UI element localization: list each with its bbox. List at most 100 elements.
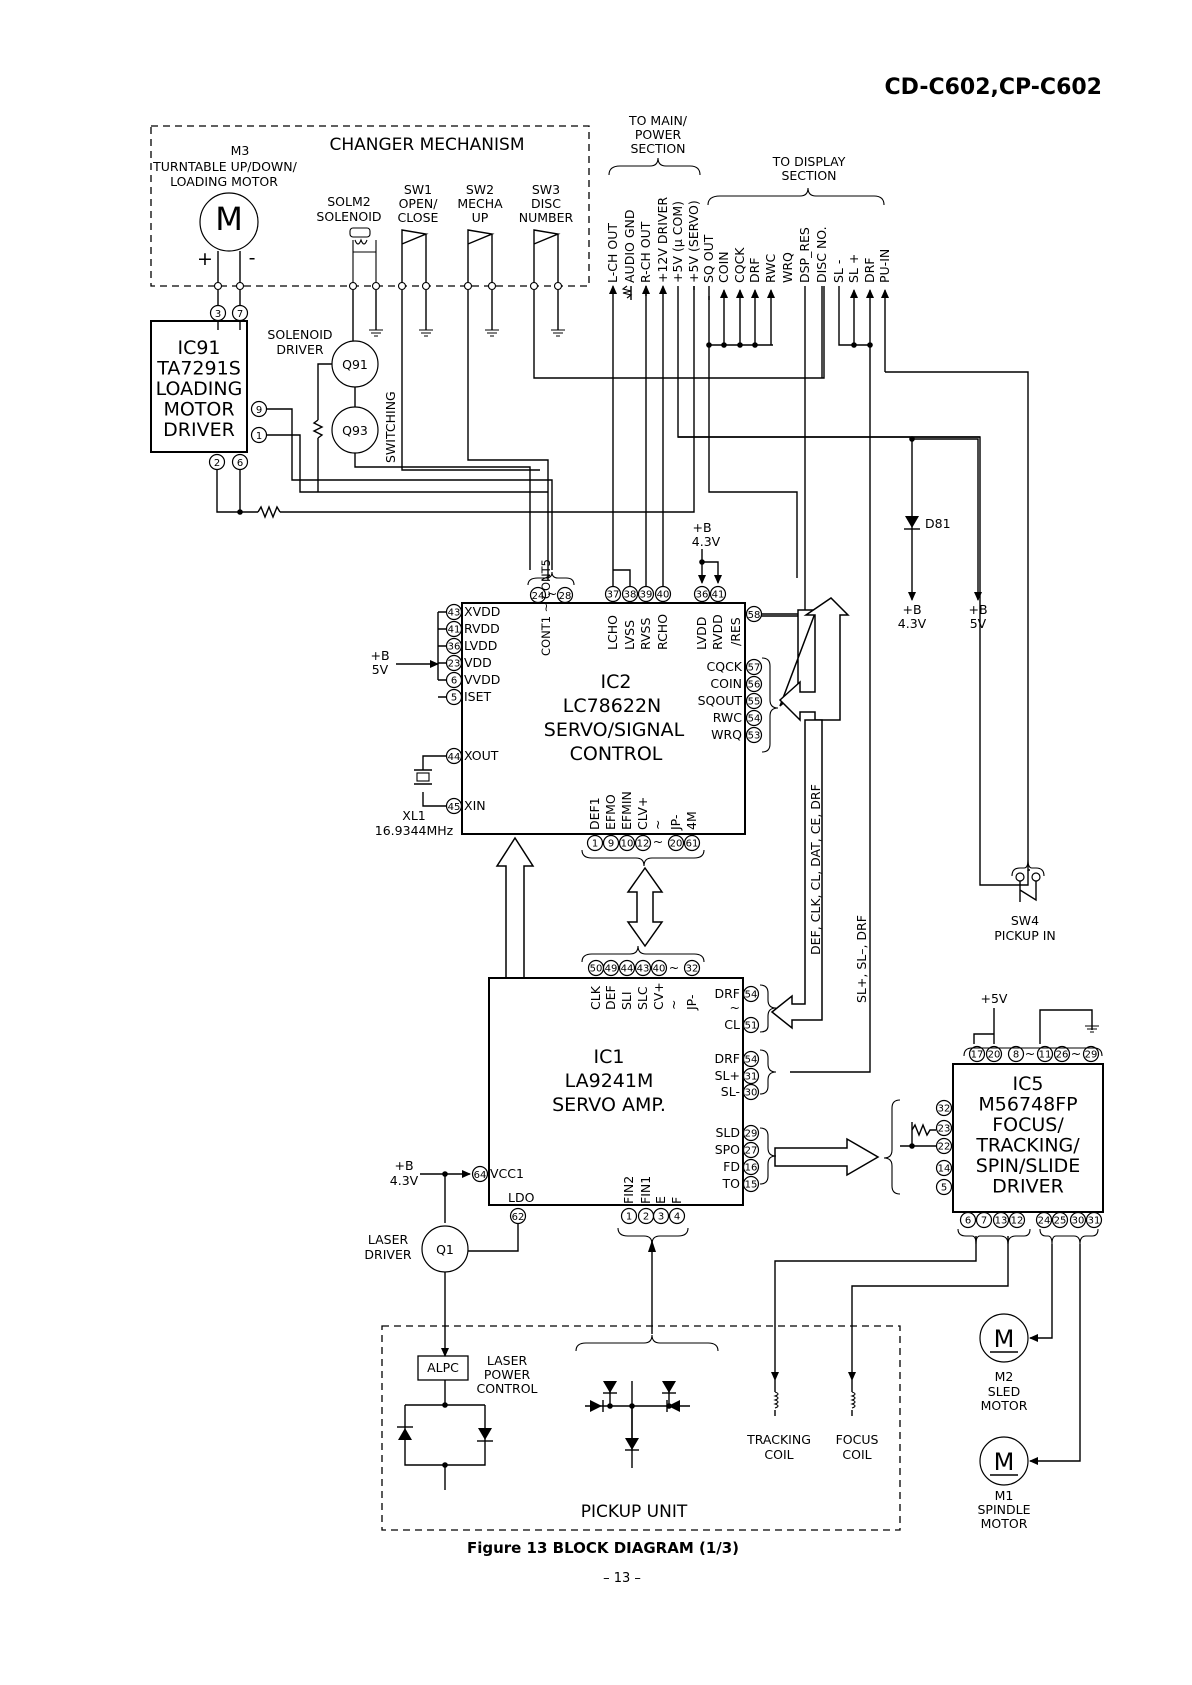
ic2-part: LC78622N	[563, 695, 662, 717]
d81-label: D81	[925, 516, 951, 531]
ic2-right-pin-name: SQOUT	[698, 693, 743, 708]
d81-diode: D81 +B 4.3V +B 5V	[898, 436, 988, 631]
m2-motor-icon	[979, 1313, 1029, 1363]
ic91-pin-2: 2	[214, 458, 220, 469]
ic2-left-pin: 41	[448, 625, 461, 636]
ic5-box	[952, 1063, 1104, 1213]
ic1-right-pin-name: TO	[722, 1176, 741, 1191]
ic2-bottom-pin: 1	[592, 839, 598, 850]
ic1-top-name: DEF	[603, 985, 618, 1010]
ic1-right-pin-name: ~	[730, 1000, 740, 1015]
xl1-ref: XL1	[402, 808, 425, 823]
display-signal-label: CQCK	[732, 247, 747, 283]
sw3-ref: SW3	[532, 182, 560, 197]
ic1-ldo: LDO	[508, 1190, 535, 1205]
m2-sled-motor: M M2 SLED MOTOR	[979, 1313, 1029, 1413]
ic2-cont-name: CONT1 ~ CONT5	[539, 559, 553, 656]
laser-driver-1: LASER	[368, 1232, 409, 1247]
ic2-right-pin: 54	[748, 714, 761, 725]
laser-diode-icon	[398, 1428, 412, 1440]
ic2-top-pin: 39	[640, 590, 653, 601]
ic2-top-pin: 37	[607, 590, 620, 601]
ic1-right-pin-name: SLD	[715, 1125, 740, 1140]
ic2-left-pin-name: XVDD	[464, 604, 500, 619]
ic1-right-pin: 29	[745, 1129, 758, 1140]
ic1-top-name: ~	[666, 1000, 681, 1010]
lpc-2: POWER	[484, 1367, 531, 1382]
display-signal-label: DSP_RES	[797, 227, 812, 283]
tracking-coil-icon	[773, 1391, 779, 1409]
ic2-top-pin-name: RVDD	[710, 614, 725, 650]
ic2-left-pin: 6	[451, 676, 457, 687]
ic1-right-pin-name: CL	[724, 1017, 740, 1032]
ic2-left-pin-name: RVDD	[464, 621, 500, 636]
ic5-text: SPIN/SLIDE	[976, 1155, 1081, 1177]
ic2-xin: XIN	[464, 798, 486, 813]
ic91-text: MOTOR	[163, 399, 234, 421]
solm2-desc: SOLENOID	[316, 209, 381, 224]
focus-coil-2: COIL	[842, 1447, 871, 1462]
ic91-pin-7: 7	[237, 309, 243, 320]
m1-symbol: M	[994, 1448, 1015, 1476]
ic2-bottom-name: CLV+	[635, 797, 650, 830]
lpc-3: CONTROL	[476, 1381, 537, 1396]
ic1-right-pin-name: SL+	[715, 1068, 740, 1083]
ic2-supply-v: 5V	[372, 662, 389, 677]
ic1-part: LA9241M	[565, 1070, 654, 1092]
ic2-pin-58: 58	[748, 610, 761, 621]
ic5-bottom-pin: 30	[1072, 1216, 1085, 1227]
laser-driver-2: DRIVER	[364, 1247, 411, 1262]
to-main-brace	[608, 157, 701, 176]
sw2-desc-1: MECHA	[457, 196, 503, 211]
ic2-box	[461, 602, 746, 835]
main-signal-label: AUDIO GND	[622, 210, 637, 284]
to-main-2: POWER	[635, 127, 682, 142]
m1-desc-2: MOTOR	[981, 1516, 1028, 1531]
sw1-ref: SW1	[404, 182, 432, 197]
ic1-bottom-name: FIN1	[638, 1176, 653, 1204]
ic2-func-2: CONTROL	[570, 743, 663, 765]
ic2-top-pin: 36	[696, 590, 709, 601]
pickup-unit-title: PICKUP UNIT	[581, 1502, 688, 1522]
ic2-left-pin: 36	[448, 642, 461, 653]
ic2-xout: XOUT	[464, 748, 499, 763]
ic2-bottom-pin: 12	[637, 839, 650, 850]
tracking-coil-1: TRACKING	[746, 1432, 811, 1447]
ic2-supply-label: +B	[370, 648, 389, 663]
ic2-ic1-double-arrow	[626, 866, 664, 948]
d81-supply-right: +B	[968, 602, 987, 617]
ic2-bottom-name: JP-	[668, 815, 683, 831]
ic5-bottom-pin: 24	[1038, 1216, 1051, 1227]
wires-upper	[216, 286, 825, 580]
ic2-func-1: SERVO/SIGNAL	[544, 719, 685, 741]
sw4-switch-icon	[1019, 881, 1037, 902]
m3-motor-symbol: M	[215, 200, 243, 238]
m2-desc-2: MOTOR	[981, 1398, 1028, 1413]
sw4-desc: PICKUP IN	[994, 928, 1056, 943]
ic5-top-pin: 29	[1085, 1050, 1098, 1061]
focus-coil-icon	[850, 1391, 856, 1409]
ic91-pin-6: 6	[237, 458, 243, 469]
ic5-text: DRIVER	[992, 1176, 1064, 1198]
d81-supply-right-v: 5V	[970, 616, 987, 631]
ic2-ref: IC2	[601, 671, 632, 693]
ic2-top-pin: 41	[712, 590, 725, 601]
ic1-top-name: CV+	[651, 982, 666, 1010]
ic2-left-pin-name: ISET	[464, 689, 492, 704]
ic2-res: /RES	[728, 617, 743, 646]
ic2-right-pin: 56	[748, 680, 761, 691]
ic1-bottom-pin: 2	[643, 1212, 649, 1223]
ic1-top-tilde: ~	[669, 960, 679, 975]
sw4-pickup-in: SW4 PICKUP IN	[994, 859, 1056, 943]
solenoid-driver-2: DRIVER	[276, 342, 323, 357]
ic2-right-pin: 53	[748, 731, 761, 742]
ic1-box	[488, 977, 744, 1206]
switching-label: SWITCHING	[383, 391, 398, 463]
m2-symbol: M	[994, 1325, 1015, 1353]
sw2-ref: SW2	[466, 182, 494, 197]
ic5-top-pin: 11	[1039, 1050, 1052, 1061]
focus-coil-1: FOCUS	[836, 1432, 879, 1447]
